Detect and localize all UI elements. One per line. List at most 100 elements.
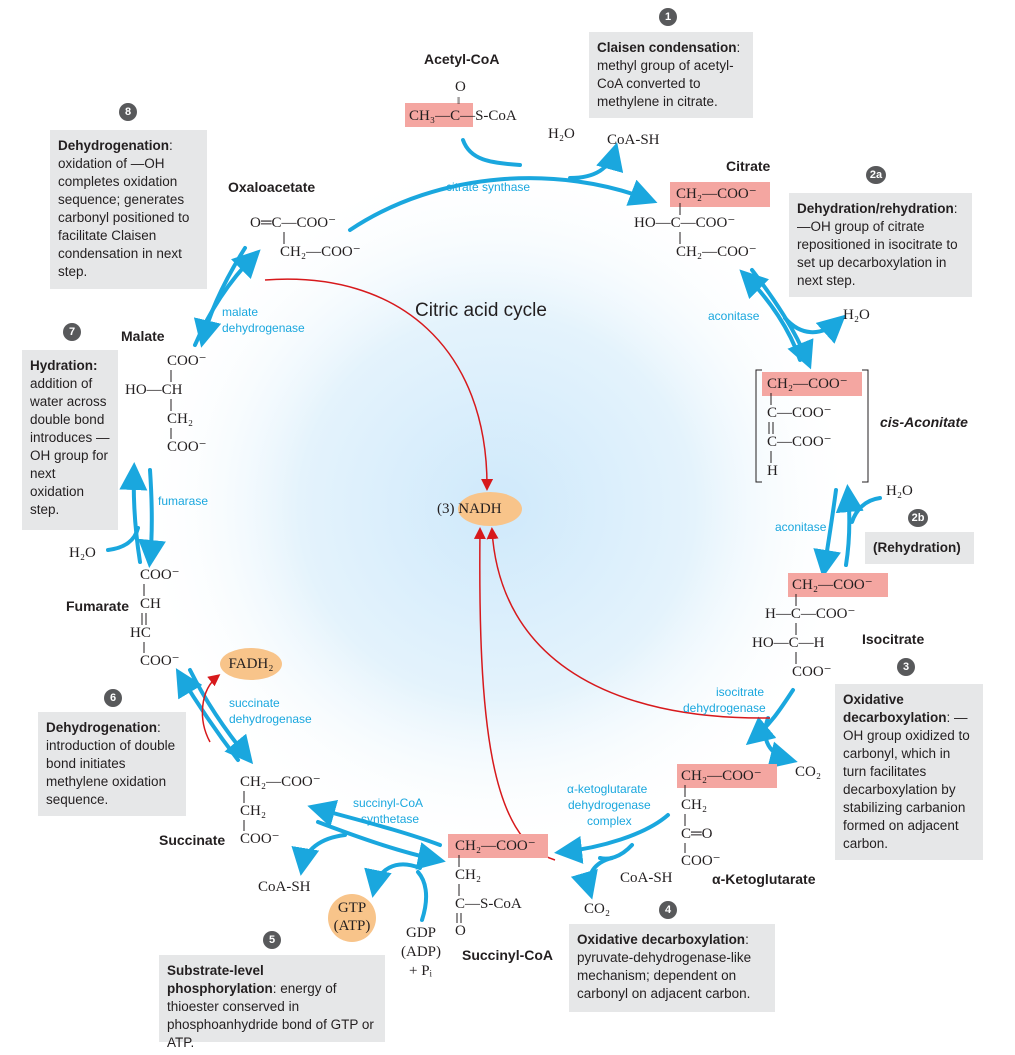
arrow-coash-in-2 [598, 843, 634, 861]
label-fumarate: Fumarate [66, 598, 130, 614]
akg-line2: CH₂ [681, 797, 708, 813]
arrow-aconitase-2b [835, 484, 864, 567]
coash-1: CoA-SH [607, 132, 660, 148]
nadh-arrow-isocitrate [486, 527, 771, 719]
nadh-label: (3) NADH [437, 500, 502, 518]
nadh-oval [458, 492, 522, 526]
step-7-text: addition of water across double bond int… [30, 376, 110, 517]
cis-aconitate-line3: C—COO⁻ [767, 434, 832, 450]
pi: + Pᵢ [409, 963, 433, 979]
enzyme-aconitase-1: aconitase [708, 309, 760, 323]
diagram-title: Citric acid cycle [415, 300, 547, 321]
label-isocitrate: Isocitrate [862, 631, 925, 647]
arrow-co2-out-1 [763, 716, 798, 769]
oxaloacetate-line1: O═C—COO⁻ [250, 215, 337, 231]
step-1-head: Claisen condensation [597, 40, 737, 55]
arrow-coash-out-3 [291, 833, 347, 876]
hl-isocitrate [788, 573, 888, 597]
citrate-line2: HO—C—COO⁻ [634, 215, 736, 231]
acetyl-structure: CH₃—C—S-CoA [409, 108, 517, 124]
succinyl-line4: O [455, 923, 466, 939]
label-cis-aconitate: cis-Aconitate [880, 414, 968, 430]
arrow-succinate-dh-b [188, 668, 254, 765]
fumarate-line4: COO⁻ [140, 653, 180, 669]
badge-step-2b: 2b [908, 509, 928, 527]
label-succinyl-coa: Succinyl-CoA [462, 947, 554, 963]
isocitrate-line3: HO—C—H [752, 635, 825, 651]
cis-aconitate-line4: H [767, 463, 778, 479]
isocitrate-line1: CH₂—COO⁻ [792, 577, 873, 593]
fadh2-oval: FADH₂ [220, 648, 282, 680]
badge-step-8: 8 [119, 103, 137, 121]
succinyl-line3: C—S-CoA [455, 896, 522, 912]
enzyme-malate-dh-line1: malate [222, 305, 259, 319]
malate-line4: COO⁻ [167, 439, 207, 455]
step-1-box: Claisen condensation: methyl group of ac… [589, 32, 753, 118]
enzyme-isocitrate-dh-line1: isocitrate [716, 685, 765, 699]
succinate-line2: CH₂ [240, 803, 267, 819]
step-8-text: oxidation of —OH completes oxidation seq… [58, 156, 190, 279]
arrow-gtp-out [364, 862, 422, 898]
arrow-succinyl-synth-b [316, 820, 446, 870]
coash-3: CoA-SH [258, 879, 311, 895]
step-5-head: Substrate-level phosphorylation [167, 963, 273, 996]
fadh2-arrow [201, 674, 221, 743]
step-3-head: Oxidative decarboxylation [843, 692, 947, 725]
acetyl-double-bond: ‖ [457, 95, 461, 107]
enzyme-fumarase: fumarase [158, 494, 209, 508]
step-6-box: Dehydrogenation: introduction of double … [38, 712, 186, 816]
label-malate: Malate [121, 328, 165, 344]
hl-akg [677, 764, 777, 788]
arrow-acetyl-in [461, 138, 522, 167]
label-oxaloacetate: Oxaloacetate [228, 179, 316, 195]
label-acetyl-coa: Acetyl-CoA [424, 51, 500, 67]
step-2a-text: —OH group of citrate repositioned in iso… [797, 219, 958, 288]
badge-step-1: 1 [659, 8, 677, 26]
badge-step-6: 6 [104, 689, 122, 707]
step-3-box: Oxidative decarboxylation: —OH group oxi… [835, 684, 983, 860]
arrow-coash-out [568, 142, 624, 180]
bracket-left [755, 369, 762, 483]
hl-succinyl [448, 834, 548, 858]
arrow-isocitrate-dh [745, 688, 795, 746]
malate-line1: COO⁻ [167, 353, 207, 369]
enzyme-citrate-synthase: citrate synthase [446, 180, 531, 194]
h2o-3: H₂O [886, 483, 913, 499]
arrow-malate-dh-b [193, 246, 247, 348]
hl-cis-aconitate [762, 372, 862, 396]
fumarate-line3: HC [130, 625, 151, 641]
hl-citrate [670, 182, 770, 207]
nadh-arrow-malate [264, 278, 494, 491]
succinate-line1: CH₂—COO⁻ [240, 774, 321, 790]
step-5-text: energy of thioester conserved in phospho… [167, 981, 374, 1050]
enzyme-isocitrate-dh-line2: dehydrogenase [683, 701, 766, 715]
akg-line4: COO⁻ [681, 853, 721, 869]
step-3-text: —OH group oxidized to carbonyl, which in… [843, 710, 970, 851]
succinyl-line1: CH₂—COO⁻ [455, 838, 536, 854]
step-6-text: introduction of double bond initiates me… [46, 738, 176, 807]
label-citrate: Citrate [726, 158, 771, 174]
step-5-box: Substrate-level phosphorylation: energy … [159, 955, 385, 1050]
h2o-1: H₂O [548, 126, 575, 142]
arrow-gdp-in [416, 870, 429, 922]
malate-line2: HO—CH [125, 382, 183, 398]
step-2b-head: (Rehydration) [873, 540, 961, 555]
succinate-line3: COO⁻ [240, 831, 280, 847]
akg-line1: CH₂—COO⁻ [681, 768, 762, 784]
step-2a-head: Dehydration/rehydration [797, 201, 954, 216]
akg-line3: C═O [681, 826, 713, 842]
enzyme-akg-dh-line3: complex [587, 814, 632, 828]
step-7-box: Hydration: addition of water across doub… [22, 350, 118, 530]
arrow-aconitase-1b [739, 269, 802, 362]
coash-2: CoA-SH [620, 870, 673, 886]
co2-1: CO₂ [795, 764, 822, 780]
nadh-text: (3) NADH [437, 501, 502, 517]
hl-acetyl [405, 103, 473, 127]
oxaloacetate-line2: CH₂—COO⁻ [280, 244, 361, 260]
enzyme-malate-dh-line2: dehydrogenase [222, 321, 305, 335]
step-7-head: Hydration: [30, 358, 98, 373]
label-succinate: Succinate [159, 832, 226, 848]
arrow-h2o-out-1 [783, 314, 846, 344]
